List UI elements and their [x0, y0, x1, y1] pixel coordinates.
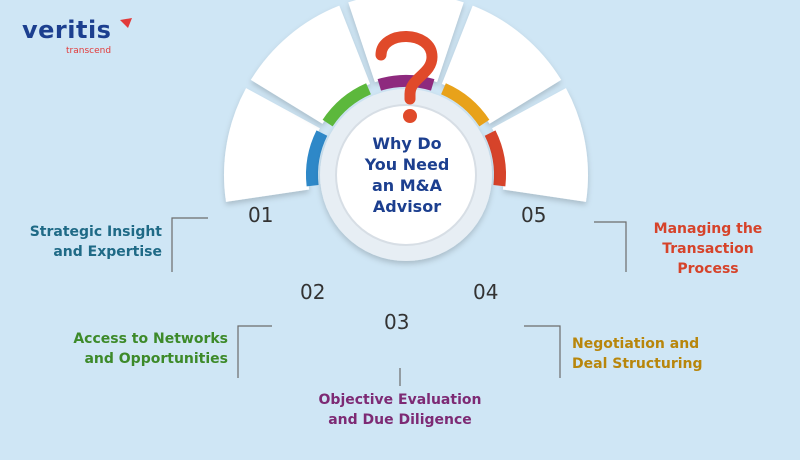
center-circle [335, 104, 477, 246]
brand-logo: veritis transcend [22, 14, 132, 56]
color-arc-05 [484, 130, 506, 187]
brand-tagline: transcend [66, 46, 112, 56]
step-label-04: Negotiation and Deal Structuring [572, 334, 703, 374]
step-label-05-line-1: Managing the [653, 221, 763, 237]
step-label-02-line-2: and Opportunities [84, 351, 228, 367]
color-arc-04 [441, 83, 490, 127]
color-arc-02 [322, 83, 371, 127]
wheel-segment-04 [441, 5, 562, 124]
step-label-03: Objective Evaluation and Due Diligence [300, 390, 500, 430]
step-label-05: Managing the Transaction Process [638, 219, 778, 279]
connector-02 [237, 325, 272, 378]
step-label-01-line-1: Strategic Insight [29, 224, 162, 240]
brand-name: veritis [22, 16, 112, 44]
step-number-01: 01 [248, 203, 274, 227]
connector-lines [171, 217, 627, 386]
wheel-segment-02 [250, 5, 371, 124]
step-number-02: 02 [300, 280, 326, 304]
step-label-04-line-2: Deal Structuring [572, 356, 703, 372]
wheel-segments [224, 0, 588, 202]
connector-01 [171, 217, 208, 272]
question-mark-icon [375, 31, 438, 123]
step-label-04-line-1: Negotiation and [572, 336, 700, 352]
step-label-03-line-2: and Due Diligence [328, 412, 472, 428]
step-label-05-line-2: Transaction [662, 241, 754, 257]
step-number-03: 03 [384, 310, 410, 334]
brand-swoosh-icon [120, 18, 132, 28]
wheel-segment-01 [224, 88, 320, 202]
connector-05 [594, 221, 627, 272]
step-number-05: 05 [521, 203, 547, 227]
step-label-03-line-1: Objective Evaluation [318, 392, 482, 408]
step-label-01: Strategic Insight and Expertise [30, 222, 162, 262]
wheel-color-arcs [306, 75, 506, 187]
wheel-segment-05 [492, 88, 588, 202]
step-label-02-line-1: Access to Networks [73, 331, 228, 347]
center-title: Why Do You Need an M&A Advisor [347, 133, 467, 217]
center-title-line-4: Advisor [372, 197, 442, 216]
center-title-line-1: Why Do [372, 134, 442, 153]
step-number-04: 04 [473, 280, 499, 304]
step-label-02: Access to Networks and Opportunities [73, 329, 228, 369]
color-arc-01 [306, 130, 328, 187]
center-title-line-3: an M&A [371, 176, 442, 195]
step-label-01-line-2: and Expertise [53, 244, 162, 260]
connector-04 [524, 325, 561, 378]
step-label-05-line-3: Process [677, 261, 739, 277]
center-title-line-2: You Need [364, 155, 450, 174]
